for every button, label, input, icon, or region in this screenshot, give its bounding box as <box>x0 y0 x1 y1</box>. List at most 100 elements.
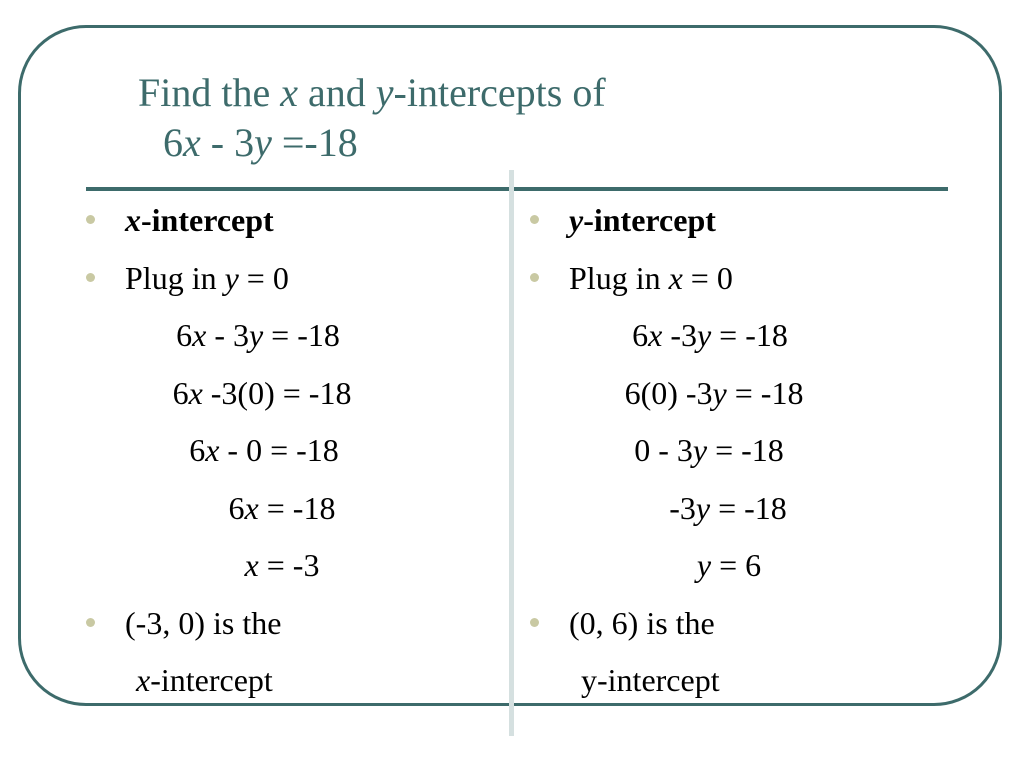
heading-text: -intercept <box>141 202 274 238</box>
equation-part: 6 <box>163 120 183 165</box>
step-var: x <box>188 374 203 411</box>
step-var: x <box>244 547 259 583</box>
step-part: 6(0) -3 <box>624 374 713 411</box>
title-divider <box>86 187 948 191</box>
result-continuation: x-intercept <box>86 656 506 714</box>
list-item: x-intercept <box>86 196 506 254</box>
result-text: (-3, 0) is the <box>125 604 282 641</box>
list-item: Plug in y = 0 <box>86 254 506 312</box>
title-var-y: y <box>375 70 394 115</box>
bullet-icon <box>530 215 539 224</box>
heading-var: x <box>125 202 141 238</box>
title-text: -intercepts of <box>393 70 606 115</box>
step-part: -3 <box>669 489 696 526</box>
result-continuation: y-intercept <box>530 656 950 714</box>
step-var: y <box>248 317 264 353</box>
x-intercept-column: x-intercept Plug in y = 0 6x - 3y = -18 … <box>86 196 506 714</box>
step-text: 6x = -18 <box>102 484 462 532</box>
column-heading: y-intercept <box>569 196 716 244</box>
step-part: 0 - 3 <box>634 432 693 468</box>
bullet-icon <box>530 617 539 627</box>
step-line: 6x -3(0) = -18 <box>86 369 506 427</box>
step-line: 6x = -18 <box>86 484 506 542</box>
equation-part: =-18 <box>271 120 358 165</box>
plug-text: = 0 <box>238 259 289 296</box>
step-line: 6x -3y = -18 <box>530 311 950 369</box>
y-intercept-column: y-intercept Plug in x = 0 6x -3y = -18 6… <box>530 196 950 714</box>
step-text: 6x -3(0) = -18 <box>82 369 442 417</box>
step-part: 6 <box>176 317 193 353</box>
slide-title: Find the x and y-intercepts of 6x - 3y =… <box>138 68 606 168</box>
step-text: x = -3 <box>102 541 462 589</box>
equation-var-y: y <box>254 120 272 165</box>
result-part: -intercept <box>150 662 273 698</box>
heading-text: -intercept <box>583 202 716 238</box>
step-var: y <box>696 547 712 583</box>
step-var: y <box>692 432 708 468</box>
plug-in-text: Plug in x = 0 <box>569 254 733 302</box>
bullet-icon <box>86 272 95 282</box>
step-part: = -18 <box>263 317 340 353</box>
step-var: x <box>648 317 663 353</box>
step-line: y = 6 <box>530 541 950 599</box>
step-var: y <box>712 374 727 411</box>
step-part: -3 <box>662 317 697 353</box>
bullet-icon <box>86 215 95 224</box>
step-line: -3y = -18 <box>530 484 950 542</box>
step-part: = -18 <box>726 374 804 411</box>
step-part: = -18 <box>710 489 787 526</box>
step-part: 6 <box>632 317 649 353</box>
plug-text: Plug in <box>569 259 669 296</box>
plug-var: y <box>224 259 239 296</box>
step-line: 6(0) -3y = -18 <box>530 369 950 427</box>
step-part: = -3 <box>258 547 320 583</box>
step-text: y = 6 <box>549 541 909 589</box>
list-item: (-3, 0) is the <box>86 599 506 657</box>
list-item: y-intercept <box>530 196 950 254</box>
title-equation: 6x - 3y =-18 <box>138 118 606 168</box>
bullet-icon <box>530 272 539 282</box>
title-line-1: Find the x and y-intercepts of <box>138 70 606 115</box>
plug-in-text: Plug in y = 0 <box>125 254 289 302</box>
column-heading: x-intercept <box>125 196 274 244</box>
step-part: = -18 <box>258 489 336 526</box>
column-divider <box>509 170 514 736</box>
step-text: 6x - 3y = -18 <box>78 311 438 359</box>
step-text: 6x -3y = -18 <box>530 311 890 359</box>
result-text: (0, 6) is the <box>569 604 715 641</box>
result-var: x <box>136 662 151 698</box>
step-part: = 6 <box>711 547 762 583</box>
step-part: - 0 = -18 <box>219 432 339 468</box>
step-var: y <box>696 317 712 353</box>
step-part: 6 <box>228 489 245 526</box>
step-part: 6 <box>172 374 189 411</box>
step-line: 6x - 0 = -18 <box>86 426 506 484</box>
step-var: x <box>192 317 207 353</box>
plug-var: x <box>668 259 683 296</box>
step-part: 6 <box>189 432 206 468</box>
step-text: 0 - 3y = -18 <box>529 426 889 474</box>
step-part: - 3 <box>206 317 249 353</box>
title-text: and <box>298 70 376 115</box>
result-text: x-intercept <box>136 656 273 704</box>
step-part: = -18 <box>707 432 784 468</box>
heading-var: y <box>569 202 584 238</box>
equation-part: - 3 <box>200 120 255 165</box>
list-item: (0, 6) is the <box>530 599 950 657</box>
bullet-icon <box>86 617 95 627</box>
result-text: y-intercept <box>581 662 720 698</box>
step-var: x <box>244 489 259 526</box>
step-part: = -18 <box>711 317 788 353</box>
step-text: 6x - 0 = -18 <box>84 426 444 474</box>
step-part: -3(0) = -18 <box>202 374 352 411</box>
list-item: Plug in x = 0 <box>530 254 950 312</box>
step-var: y <box>695 489 711 526</box>
plug-text: = 0 <box>682 259 733 296</box>
title-var-x: x <box>280 70 298 115</box>
step-line: x = -3 <box>86 541 506 599</box>
title-text: Find the <box>138 70 281 115</box>
step-line: 0 - 3y = -18 <box>530 426 950 484</box>
step-text: 6(0) -3y = -18 <box>534 369 894 417</box>
step-line: 6x - 3y = -18 <box>86 311 506 369</box>
equation-var-x: x <box>183 120 201 165</box>
